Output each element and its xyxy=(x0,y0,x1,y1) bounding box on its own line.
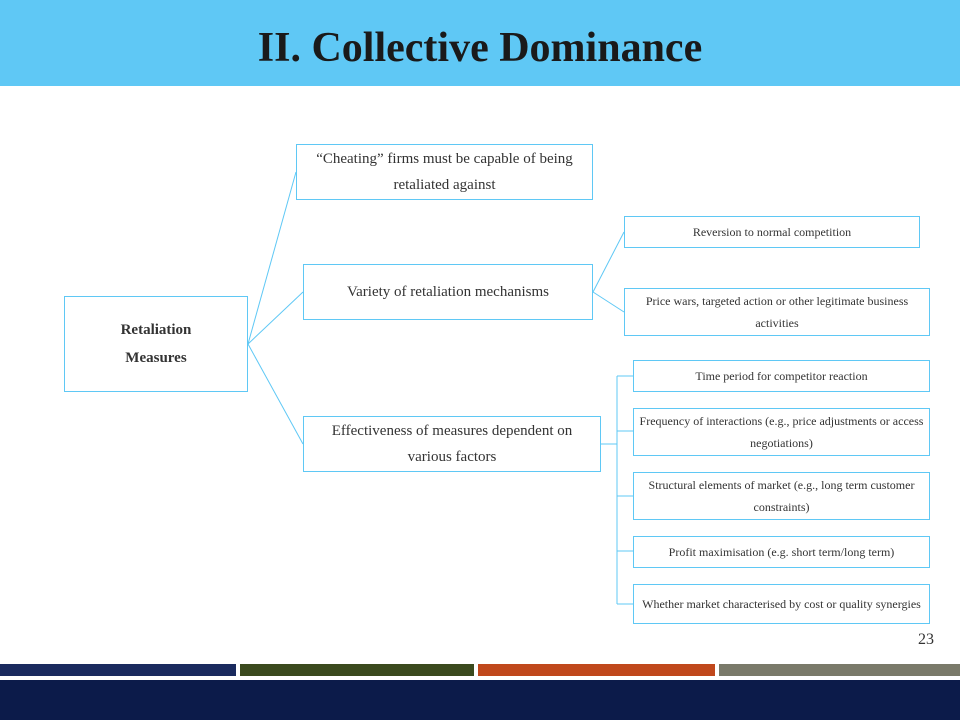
leaf-node-frequency: Frequency of interactions (e.g., price a… xyxy=(633,408,930,456)
connector-branch-2-child-1 xyxy=(592,231,625,293)
title-bar xyxy=(0,0,960,86)
footer-strip-gray xyxy=(719,664,960,676)
connector-root-branch-2 xyxy=(247,291,304,345)
leaf-node-price-wars: Price wars, targeted action or other leg… xyxy=(624,288,930,336)
branch-node-cheating-firms: “Cheating” firms must be capable of bein… xyxy=(296,144,593,200)
connector-root-branch-3 xyxy=(247,343,304,445)
footer-strip-orange xyxy=(478,664,715,676)
connector-root-branch-1 xyxy=(247,171,297,345)
connector-branch-2-child-2 xyxy=(592,291,625,313)
footer-strip-navy xyxy=(0,664,236,676)
branch-node-effectiveness: Effectiveness of measures dependent on v… xyxy=(303,416,601,472)
leaf-node-structural-elements: Structural elements of market (e.g., lon… xyxy=(633,472,930,520)
leaf-node-market-synergies: Whether market characterised by cost or … xyxy=(633,584,930,624)
root-node-retaliation-measures: Retaliation Measures xyxy=(64,296,248,392)
footer-bar xyxy=(0,680,960,720)
leaf-node-time-period: Time period for competitor reaction xyxy=(633,360,930,392)
leaf-node-reversion: Reversion to normal competition xyxy=(624,216,920,248)
footer-strip-olive xyxy=(240,664,474,676)
branch-node-retaliation-mechanisms: Variety of retaliation mechanisms xyxy=(303,264,593,320)
root-node-line-1: Retaliation xyxy=(120,322,192,338)
root-node-line-2: Measures xyxy=(125,350,187,366)
leaf-node-profit-maximisation: Profit maximisation (e.g. short term/lon… xyxy=(633,536,930,568)
slide-title: II. Collective Dominance xyxy=(257,25,703,71)
page-number: 23 xyxy=(918,631,934,648)
